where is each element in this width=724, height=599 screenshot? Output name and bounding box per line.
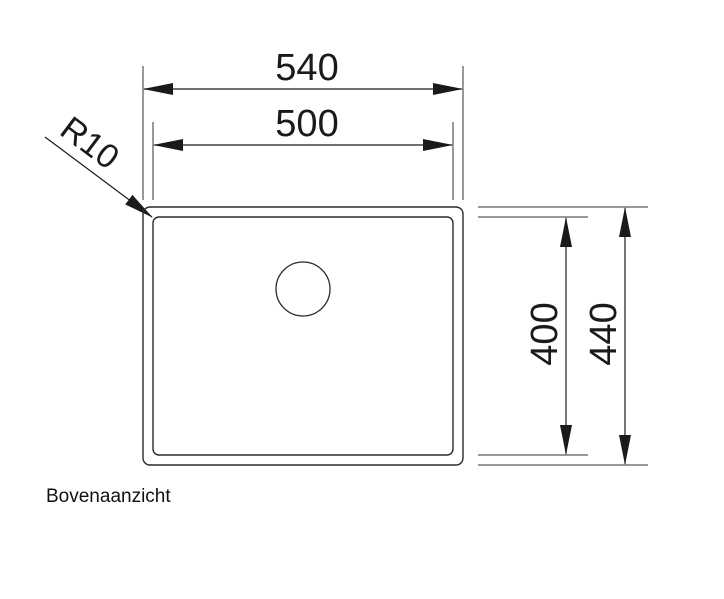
radius-leader xyxy=(44,136,153,218)
view-caption: Bovenaanzicht xyxy=(46,486,171,507)
outer-depth-label: 440 xyxy=(583,302,625,365)
inner-width-label: 500 xyxy=(275,103,338,145)
sink-inner-basin xyxy=(152,216,454,456)
inner-depth-label: 400 xyxy=(524,302,566,365)
drain-hole xyxy=(275,261,331,317)
outer-width-label: 540 xyxy=(275,47,338,89)
sink-outer-rim xyxy=(142,206,464,466)
corner-radius-label: R10 xyxy=(53,109,126,177)
